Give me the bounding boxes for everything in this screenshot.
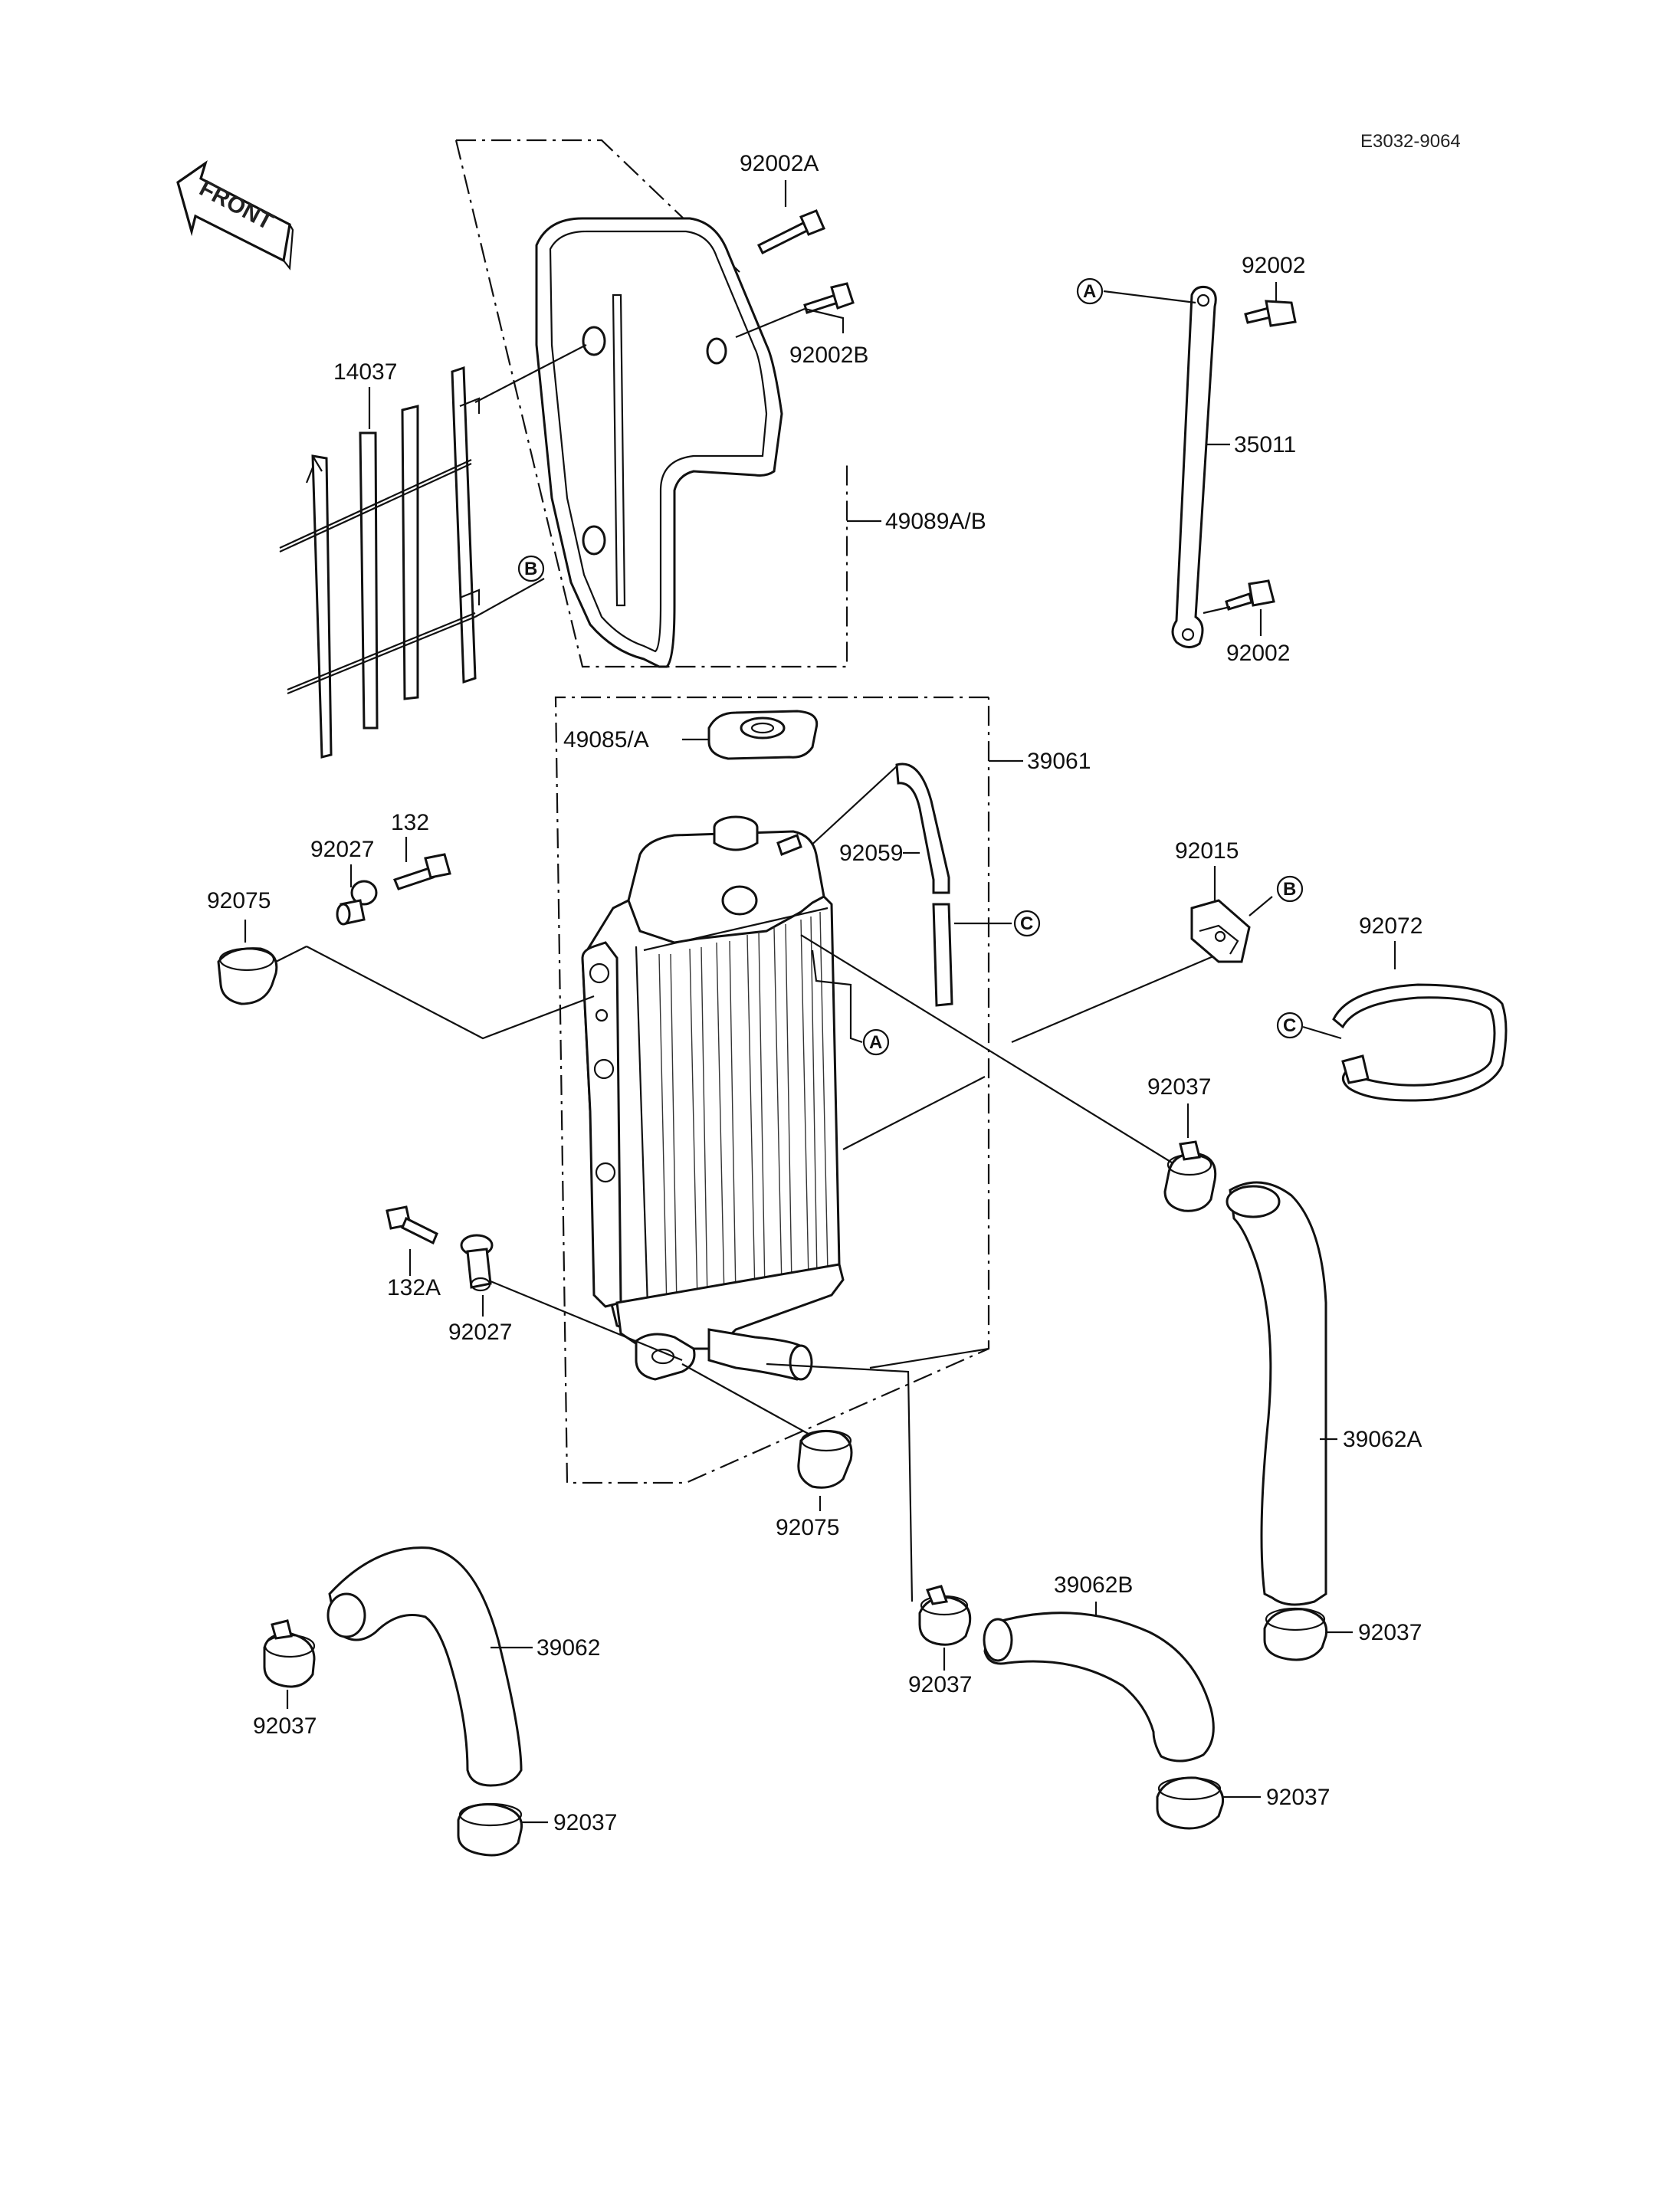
hose-39062 bbox=[326, 1546, 523, 1787]
svg-text:A: A bbox=[869, 1032, 882, 1053]
radiator-shroud bbox=[535, 217, 783, 668]
label-49085A: 49085/A bbox=[563, 727, 649, 753]
radiator-assembly-outline bbox=[554, 696, 990, 1484]
clamp-92037-left bbox=[263, 1619, 316, 1688]
callout-c-hose: C bbox=[1013, 910, 1041, 937]
label-39062: 39062 bbox=[536, 1635, 600, 1661]
svg-text:C: C bbox=[1020, 913, 1033, 934]
hose-39062A bbox=[1226, 1181, 1327, 1606]
front-arrow-icon: FRONT bbox=[176, 160, 294, 271]
label-92002-top: 92002 bbox=[1242, 253, 1305, 278]
bolt-92002B bbox=[803, 282, 855, 314]
svg-text:B: B bbox=[1283, 879, 1296, 900]
front-label: FRONT bbox=[195, 175, 277, 235]
callout-a-stay: A bbox=[1076, 277, 1104, 305]
label-132A: 132A bbox=[387, 1275, 441, 1300]
callout-c-band: C bbox=[1276, 1012, 1304, 1039]
svg-text:B: B bbox=[524, 559, 537, 579]
bolt-132A bbox=[386, 1205, 438, 1245]
svg-text:A: A bbox=[1083, 281, 1096, 302]
label-92002-bottom: 92002 bbox=[1226, 641, 1290, 666]
svg-text:C: C bbox=[1283, 1015, 1296, 1036]
clamp-92037-right bbox=[1263, 1607, 1328, 1661]
label-39062B: 39062B bbox=[1054, 1572, 1133, 1598]
diagram-code: E3032-9064 bbox=[1360, 131, 1461, 152]
radiator-grille bbox=[279, 366, 481, 759]
bolt-92002-bottom bbox=[1225, 579, 1275, 611]
band-92072 bbox=[1332, 983, 1508, 1102]
stay-35011 bbox=[1171, 286, 1217, 648]
label-92075-left: 92075 bbox=[207, 888, 271, 913]
label-92037-right: 92037 bbox=[1358, 1620, 1422, 1645]
label-14037: 14037 bbox=[333, 359, 397, 385]
label-92059: 92059 bbox=[839, 841, 903, 866]
label-49089AB: 49089A/B bbox=[885, 509, 986, 534]
clip-92015 bbox=[1190, 899, 1251, 963]
label-92037-bottom-left: 92037 bbox=[553, 1810, 617, 1835]
label-92027-top: 92027 bbox=[310, 837, 374, 862]
overflow-hose bbox=[895, 762, 953, 1007]
callout-a-radiator: A bbox=[862, 1028, 890, 1056]
bolt-92002-top bbox=[1244, 300, 1297, 327]
collar-92027-top bbox=[336, 880, 378, 926]
clamp-92037-mid bbox=[1163, 1140, 1217, 1212]
bolt-92002A bbox=[756, 209, 825, 255]
label-132: 132 bbox=[391, 810, 429, 835]
collar-92027-bottom bbox=[460, 1234, 494, 1292]
bolt-132 bbox=[392, 853, 451, 890]
shroud-assembly-outline bbox=[454, 139, 848, 668]
callout-b-clip: B bbox=[1276, 875, 1304, 903]
label-39062A: 39062A bbox=[1343, 1427, 1422, 1452]
label-92037-mid: 92037 bbox=[1147, 1074, 1211, 1100]
callout-b-shroud: B bbox=[517, 555, 545, 582]
label-35011: 35011 bbox=[1234, 432, 1296, 457]
radiator-cap bbox=[707, 710, 819, 760]
grommet-92075-bottom bbox=[797, 1429, 853, 1489]
label-92072: 92072 bbox=[1359, 913, 1422, 939]
grommet-92075-left bbox=[217, 947, 278, 1005]
label-92075-bottom: 92075 bbox=[776, 1515, 839, 1540]
label-92027-bottom: 92027 bbox=[448, 1320, 512, 1345]
radiator-core bbox=[581, 815, 845, 1381]
label-39061: 39061 bbox=[1027, 749, 1091, 774]
label-92037-bottom-right: 92037 bbox=[1266, 1785, 1330, 1810]
label-92037-left: 92037 bbox=[253, 1713, 317, 1739]
clamp-92037-hoseb bbox=[918, 1585, 972, 1646]
hose-39062B bbox=[983, 1612, 1215, 1763]
label-92002B: 92002B bbox=[789, 343, 868, 368]
label-92037-hoseb: 92037 bbox=[908, 1672, 972, 1697]
clamp-92037-bottom-left bbox=[457, 1802, 523, 1857]
label-92002A: 92002A bbox=[740, 151, 819, 176]
clamp-92037-bottom-right bbox=[1156, 1776, 1225, 1830]
label-92015: 92015 bbox=[1175, 838, 1239, 864]
